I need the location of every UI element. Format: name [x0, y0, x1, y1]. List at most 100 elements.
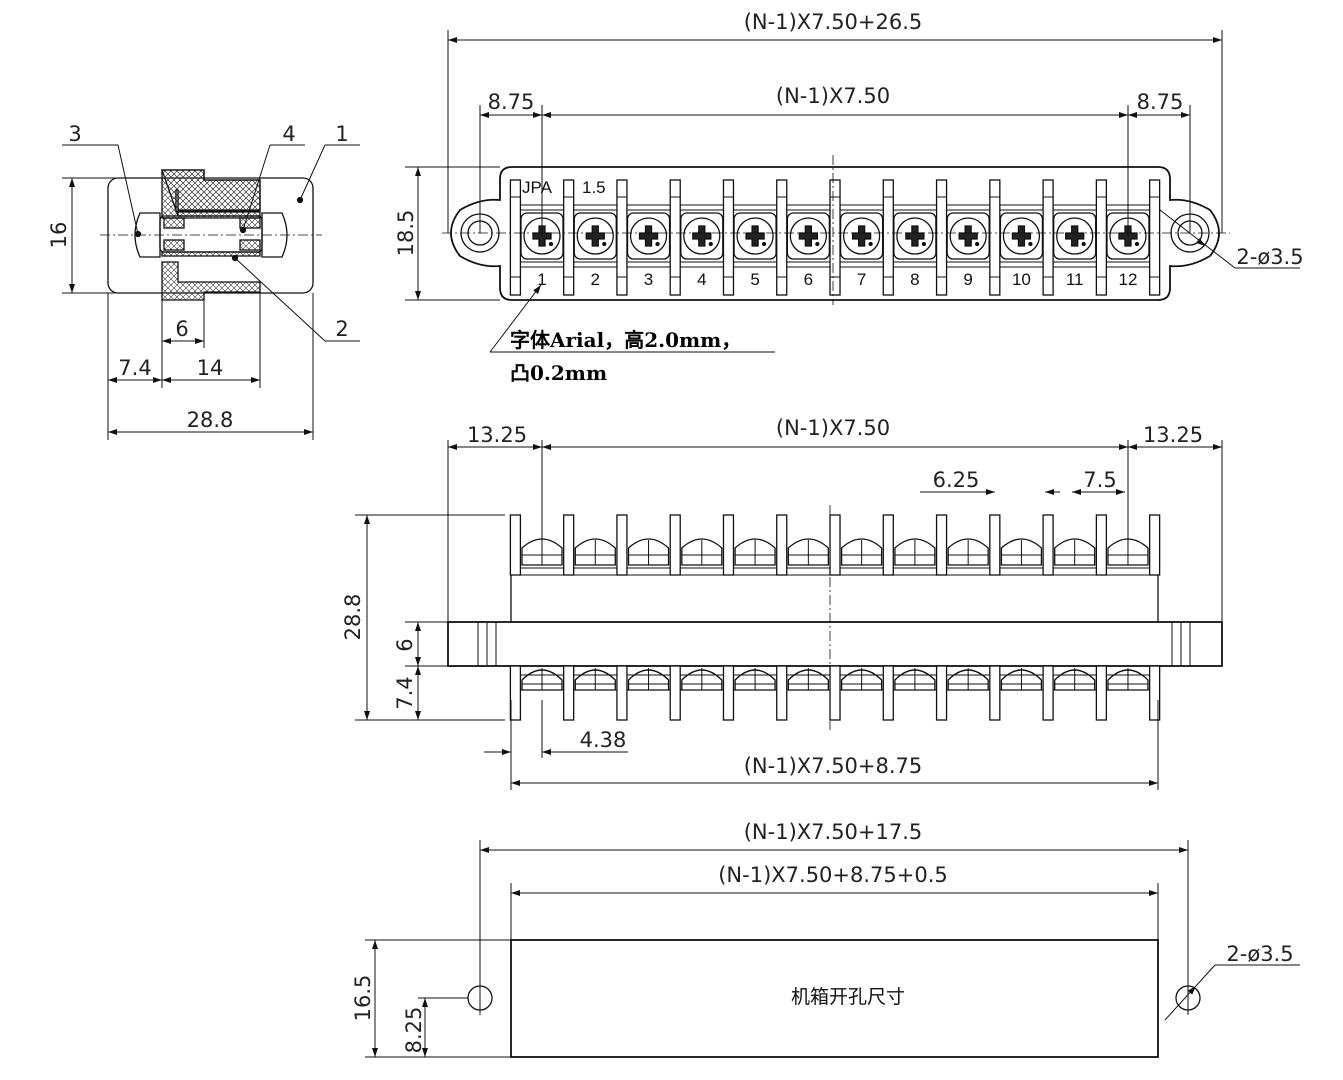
- front-lower-dim: 7.4: [393, 676, 417, 709]
- arrowhead: [364, 711, 370, 720]
- front-offset-dim: 4.38: [580, 728, 627, 752]
- phillips-cross: [798, 225, 818, 247]
- phillips-cross: [585, 225, 605, 247]
- barrier-upper: [563, 514, 575, 576]
- phillips-cross: [692, 225, 712, 247]
- terminal-number: 8: [910, 270, 919, 289]
- arrowhead: [448, 37, 457, 43]
- arrowhead: [108, 377, 117, 383]
- font-note-line2: 凸0.2mm: [510, 361, 607, 385]
- screw-pocket: [946, 212, 990, 260]
- screw-head: [736, 217, 774, 255]
- screw-lower: [734, 669, 776, 691]
- screw-upper: [681, 538, 723, 566]
- arrowhead: [69, 284, 75, 293]
- screw-head: [949, 217, 987, 255]
- arrowhead: [511, 780, 520, 786]
- screw-lower: [627, 669, 670, 691]
- arrowhead: [1149, 890, 1158, 896]
- screw-pocket: [626, 212, 671, 260]
- screw-upper: [787, 538, 829, 566]
- arrowhead: [533, 112, 542, 118]
- arrowhead: [422, 1048, 428, 1057]
- side-offset-dim: 7.4: [118, 356, 151, 380]
- top-height-dim: 18.5: [394, 210, 418, 257]
- arrowhead: [480, 112, 489, 118]
- top-holes-dim: 2-ø3.5: [1236, 245, 1303, 269]
- dot: [1081, 241, 1086, 247]
- arrowhead: [1119, 444, 1128, 450]
- screw-lower: [1107, 669, 1149, 691]
- mounting-plate: [450, 166, 1220, 301]
- leader: [234, 257, 326, 342]
- side-height-dim: 16: [47, 222, 71, 249]
- leader: [489, 284, 542, 353]
- arrowhead: [372, 940, 378, 949]
- arrowhead: [162, 338, 171, 344]
- arrowhead: [1119, 112, 1128, 118]
- cutout-hole-offset-dim: 8.25: [402, 1007, 426, 1054]
- cutout-height-dim: 16.5: [351, 975, 375, 1022]
- screw-lower: [840, 669, 883, 691]
- front-edge-left-dim: 13.25: [467, 423, 527, 447]
- terminal-number: 6: [804, 270, 813, 289]
- barrier-lower: [935, 665, 948, 721]
- top-edge-right-dim: 8.75: [1137, 90, 1184, 114]
- barrier-upper: [829, 514, 841, 576]
- screw-head: [1056, 217, 1094, 255]
- arrowhead: [415, 711, 421, 720]
- phillips-cross: [958, 225, 978, 247]
- front-length-dim: (N-1)X7.50+8.75: [744, 754, 923, 778]
- arrowhead: [1179, 847, 1188, 853]
- phillips-cross: [1065, 225, 1085, 247]
- screw-head: [1002, 217, 1041, 255]
- arrowhead: [502, 749, 511, 755]
- arrowhead: [108, 429, 117, 435]
- side-depth-dim: 14: [197, 356, 224, 380]
- phillips-cross: [905, 225, 925, 247]
- arrowhead: [304, 429, 313, 435]
- screw-lower: [947, 669, 989, 691]
- cutout-holes-dim: 2-ø3.5: [1226, 942, 1293, 966]
- arrowhead: [1128, 444, 1137, 450]
- arrowhead: [480, 847, 489, 853]
- arrowhead: [448, 444, 457, 450]
- terminal-number: 5: [750, 270, 759, 289]
- barrier-lower: [989, 665, 1001, 721]
- arrowhead: [415, 657, 421, 666]
- terminal-number: 10: [1012, 270, 1031, 289]
- arrowhead: [364, 515, 370, 524]
- arrowhead: [422, 998, 428, 1007]
- barrier-upper: [776, 514, 788, 576]
- terminal-number: 4: [697, 270, 706, 289]
- arrowhead: [511, 890, 520, 896]
- phillips-cross: [851, 225, 872, 247]
- screw-upper: [894, 538, 936, 566]
- barrier-lower: [776, 665, 788, 721]
- arrowhead: [1045, 489, 1054, 495]
- arrowhead: [1187, 986, 1196, 995]
- screw-head: [896, 217, 934, 255]
- barrier-upper: [669, 514, 681, 576]
- screw-lower: [521, 669, 563, 691]
- arrowhead: [1116, 489, 1125, 495]
- clamp-left-bottom: [163, 239, 185, 251]
- arrowhead: [542, 444, 551, 450]
- barrier-upper: [1042, 514, 1054, 576]
- arrowhead: [251, 377, 260, 383]
- callout-2: 2: [335, 317, 348, 341]
- screw-upper: [1000, 538, 1043, 566]
- screw-head: [683, 217, 721, 255]
- screw-pocket: [733, 212, 777, 260]
- dot: [761, 241, 767, 247]
- callout-3: 3: [68, 122, 81, 146]
- terminal-number: 7: [857, 270, 866, 289]
- barrier-lower: [722, 665, 735, 721]
- leader: [117, 144, 139, 235]
- barrier-lower: [882, 665, 894, 721]
- arrowhead: [162, 377, 171, 383]
- clamp-right-top: [239, 217, 261, 229]
- clamp-right-bottom: [239, 239, 261, 251]
- front-pitch-dim: (N-1)X7.50: [776, 416, 890, 440]
- arrowhead: [415, 666, 421, 675]
